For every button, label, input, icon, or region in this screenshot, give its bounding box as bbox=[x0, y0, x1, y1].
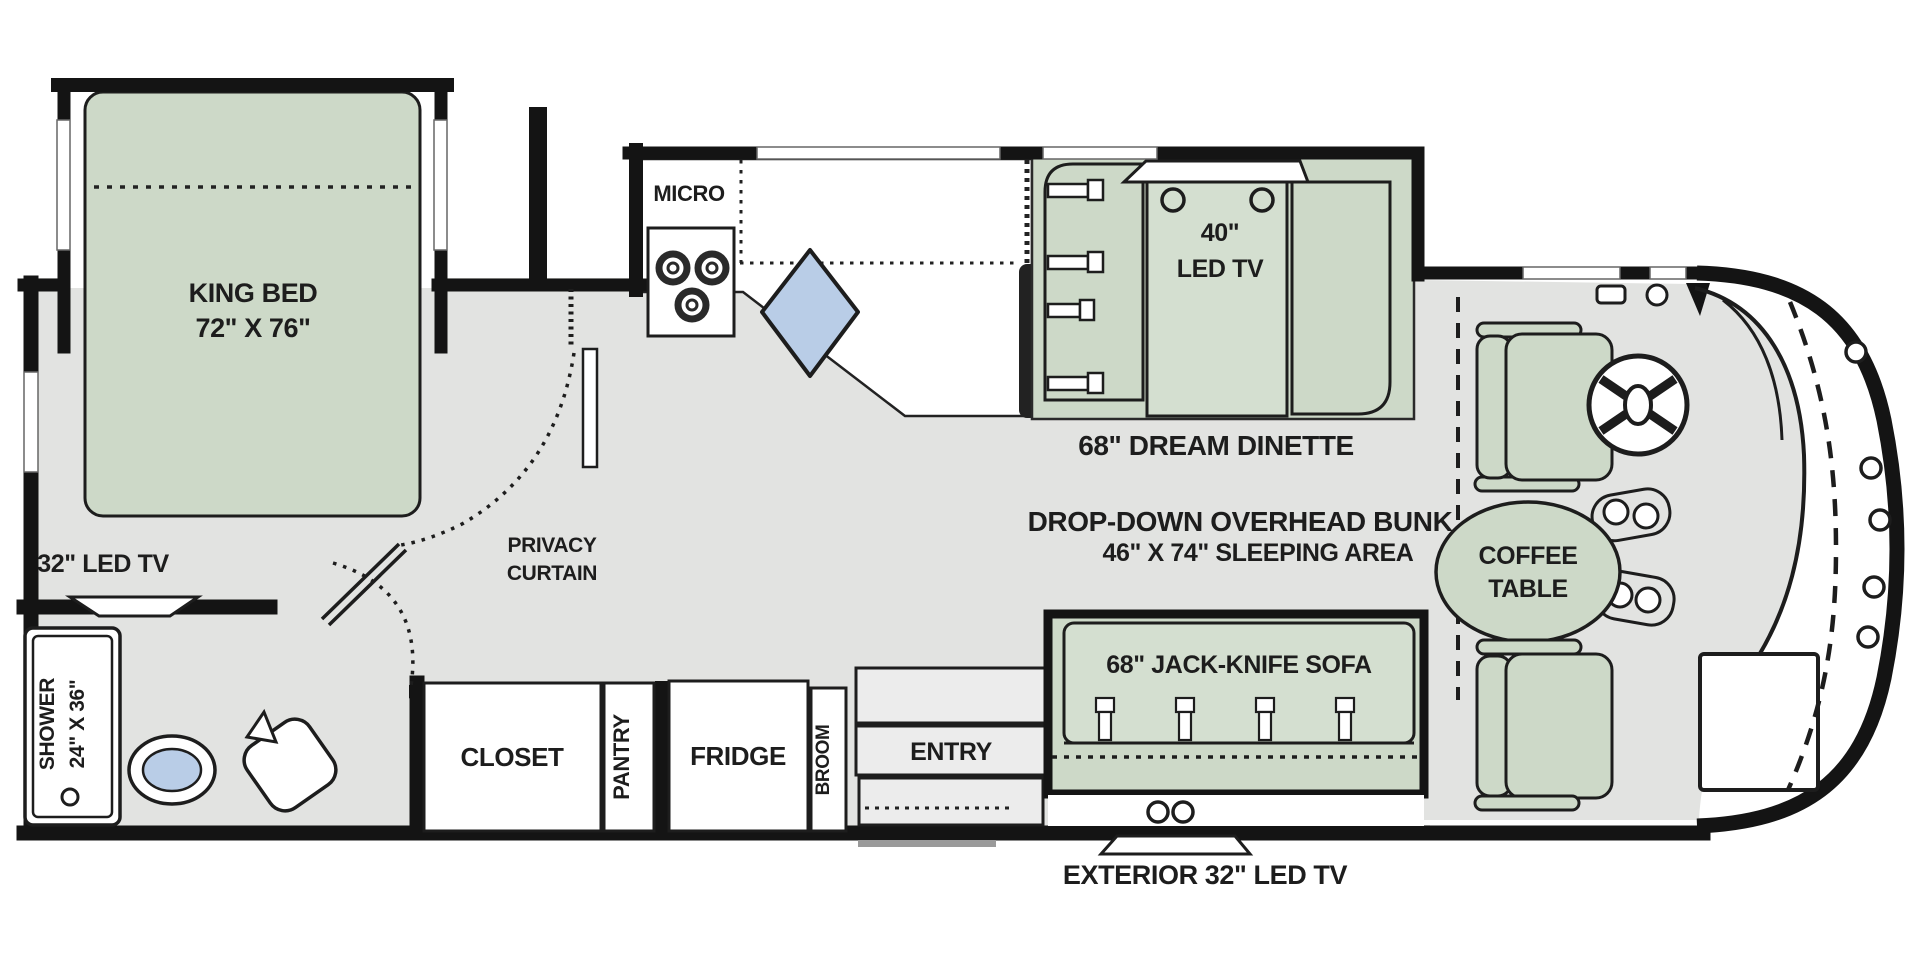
bedroom-tv-icon bbox=[64, 595, 203, 618]
dashboard-outline bbox=[1694, 286, 1807, 674]
exterior-tv-icon bbox=[1097, 834, 1254, 856]
curtain-swing-arc2 bbox=[332, 561, 415, 687]
dinette-bench-right bbox=[1290, 180, 1392, 416]
running-light-icon bbox=[1868, 508, 1892, 532]
stove-burners-icon bbox=[655, 250, 730, 323]
broom-closet bbox=[809, 686, 848, 833]
privacy-curtain bbox=[320, 289, 599, 687]
pantry-label: PANTRY bbox=[609, 713, 634, 799]
passenger-seat bbox=[1473, 638, 1614, 812]
dinette-label: 68" DREAM DINETTE bbox=[1078, 430, 1354, 461]
curtain-panel2 bbox=[327, 548, 408, 627]
bedroom-window-left bbox=[56, 119, 71, 251]
steering-wheel-icon bbox=[1586, 353, 1690, 457]
cupholder-icon bbox=[1160, 187, 1186, 213]
sofa-label: 68" JACK-KNIFE SOFA bbox=[1106, 651, 1372, 679]
curtain-panel bbox=[320, 542, 401, 621]
king-bed-size: 72" X 76" bbox=[195, 313, 310, 343]
dinette: 40" LED TV bbox=[1030, 151, 1416, 421]
running-lights bbox=[1844, 340, 1892, 649]
closet bbox=[422, 681, 603, 833]
bunk-label-line2: 46" X 74" SLEEPING AREA bbox=[1103, 539, 1414, 567]
cab: COFFEE TABLE bbox=[1434, 283, 1892, 812]
kitchen-sink bbox=[760, 248, 860, 378]
fridge bbox=[667, 679, 810, 833]
dinette-table bbox=[1145, 180, 1289, 418]
coffee-table bbox=[1434, 500, 1622, 644]
jack-knife-sofa bbox=[1062, 621, 1416, 745]
dinette-rails-icon bbox=[1046, 178, 1105, 395]
bathroom: SHOWER 24" X 36" bbox=[23, 626, 338, 827]
privacy-label-line2: CURTAIN bbox=[507, 562, 597, 585]
cab-step-well bbox=[1698, 652, 1820, 792]
entry-label: ENTRY bbox=[910, 738, 993, 766]
closet-label: CLOSET bbox=[460, 742, 564, 772]
windshield-dashed-line bbox=[1785, 301, 1839, 791]
dinette-bench-left bbox=[1043, 162, 1145, 402]
grab-handle-post-icon bbox=[1146, 800, 1170, 824]
bedroom: KING BED 72" X 76" 32" LED TV bbox=[37, 90, 422, 578]
front-cap-wall bbox=[1696, 265, 1905, 834]
dashboard-inner-line bbox=[1722, 298, 1784, 441]
curtain-pocket bbox=[581, 347, 599, 469]
tall-wall-post bbox=[529, 107, 547, 287]
privacy-label-line1: PRIVACY bbox=[508, 534, 597, 557]
storage-row: CLOSET PANTRY FRIDGE BROOM ENTRY bbox=[422, 666, 1048, 833]
king-bed-label: KING BED bbox=[189, 278, 318, 308]
running-light-icon bbox=[1844, 340, 1868, 364]
pantry-fridge-divider bbox=[655, 681, 669, 833]
entry-door-mark bbox=[858, 840, 996, 847]
entry-step-top bbox=[854, 666, 1048, 725]
sofa-slide-gap bbox=[1048, 795, 1424, 826]
grab-handle-post-icon bbox=[1171, 800, 1195, 824]
cab-window1 bbox=[1522, 266, 1621, 280]
overhead-gauge-icon bbox=[1645, 283, 1669, 307]
dinette-tv-line2: LED TV bbox=[1177, 255, 1264, 283]
micro-label: MICRO bbox=[653, 181, 725, 206]
shower-size: 24" X 36" bbox=[66, 680, 89, 769]
pantry bbox=[602, 681, 656, 833]
rear-window bbox=[23, 371, 39, 473]
fridge-label: FRIDGE bbox=[690, 741, 786, 771]
bunk-label-line1: DROP-DOWN OVERHEAD BUNK bbox=[1028, 506, 1453, 537]
shower bbox=[23, 626, 122, 827]
shower-drain-icon bbox=[60, 787, 80, 807]
bedroom-tv-label: 32" LED TV bbox=[37, 550, 169, 578]
running-light-icon bbox=[1859, 456, 1883, 480]
bedroom-window-right bbox=[433, 119, 448, 251]
entry-step-bottom bbox=[857, 776, 1045, 827]
dinette-window bbox=[1042, 146, 1158, 160]
coffee-table-line1: COFFEE bbox=[1479, 542, 1578, 570]
broom-label: BROOM bbox=[813, 725, 834, 796]
running-light-icon bbox=[1862, 575, 1886, 599]
driver-seat bbox=[1473, 321, 1614, 493]
shower-label: SHOWER bbox=[36, 678, 59, 770]
cab-window2 bbox=[1649, 266, 1687, 280]
dinette-tv-icon bbox=[1120, 159, 1311, 184]
dinette-tv-line1: 40" bbox=[1201, 219, 1239, 247]
sofa-slideout: 68" JACK-KNIFE SOFA bbox=[1043, 609, 1429, 826]
coffee-table-line2: TABLE bbox=[1488, 575, 1567, 603]
kitchen-window bbox=[756, 146, 1001, 160]
cupholder-icon bbox=[1249, 187, 1275, 213]
exterior-tv-label: EXTERIOR 32" LED TV bbox=[1063, 860, 1348, 890]
overhead-vent-icon bbox=[1595, 284, 1627, 305]
running-light-icon bbox=[1856, 625, 1880, 649]
toilet-bowl bbox=[141, 747, 203, 793]
shower-pan bbox=[31, 634, 114, 819]
door-hinge-post bbox=[409, 685, 424, 716]
windows bbox=[23, 119, 1687, 473]
curtain-swing-arc1 bbox=[400, 352, 576, 547]
sink-faucet-icon bbox=[244, 708, 279, 744]
sofa-jack-icons bbox=[1094, 696, 1356, 742]
